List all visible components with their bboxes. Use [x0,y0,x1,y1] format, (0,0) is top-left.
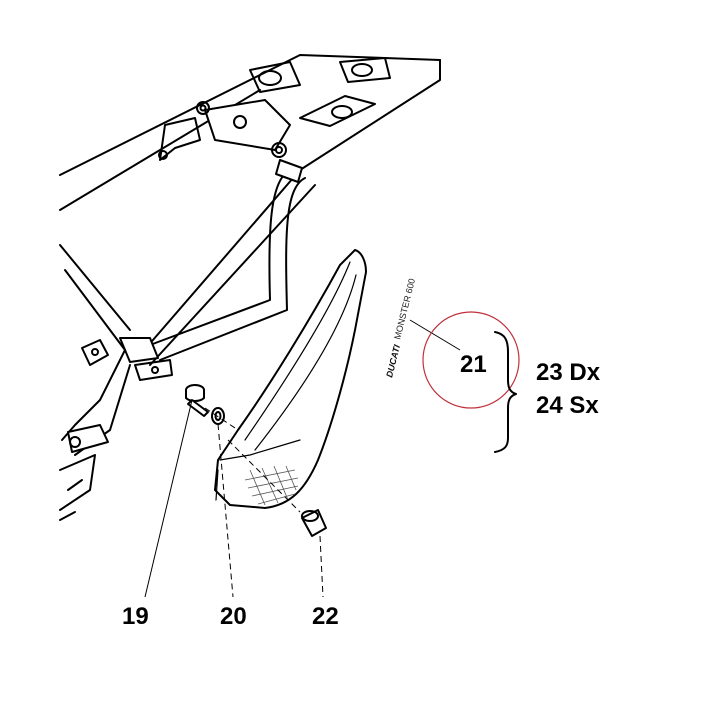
leader-lines [144,319,461,598]
rear-subframe [59,54,441,521]
callout-21: 21 [460,351,487,378]
side-panel: DUCATI MONSTER 600 [214,249,417,509]
grommet [301,509,327,537]
panel-brand: DUCATI [384,343,402,378]
washer [211,407,225,425]
callout-19: 19 [122,603,149,630]
callout-24-sx: 24 Sx [536,392,599,419]
callout-20: 20 [220,603,247,630]
tread-pattern [244,465,299,506]
panel-model: MONSTER 600 [392,277,417,340]
screw [185,384,209,417]
highlight-circle [422,311,520,409]
callout-23-dx: 23 Dx [536,359,601,386]
callout-22: 22 [312,603,339,630]
grouping-brace [494,331,517,453]
